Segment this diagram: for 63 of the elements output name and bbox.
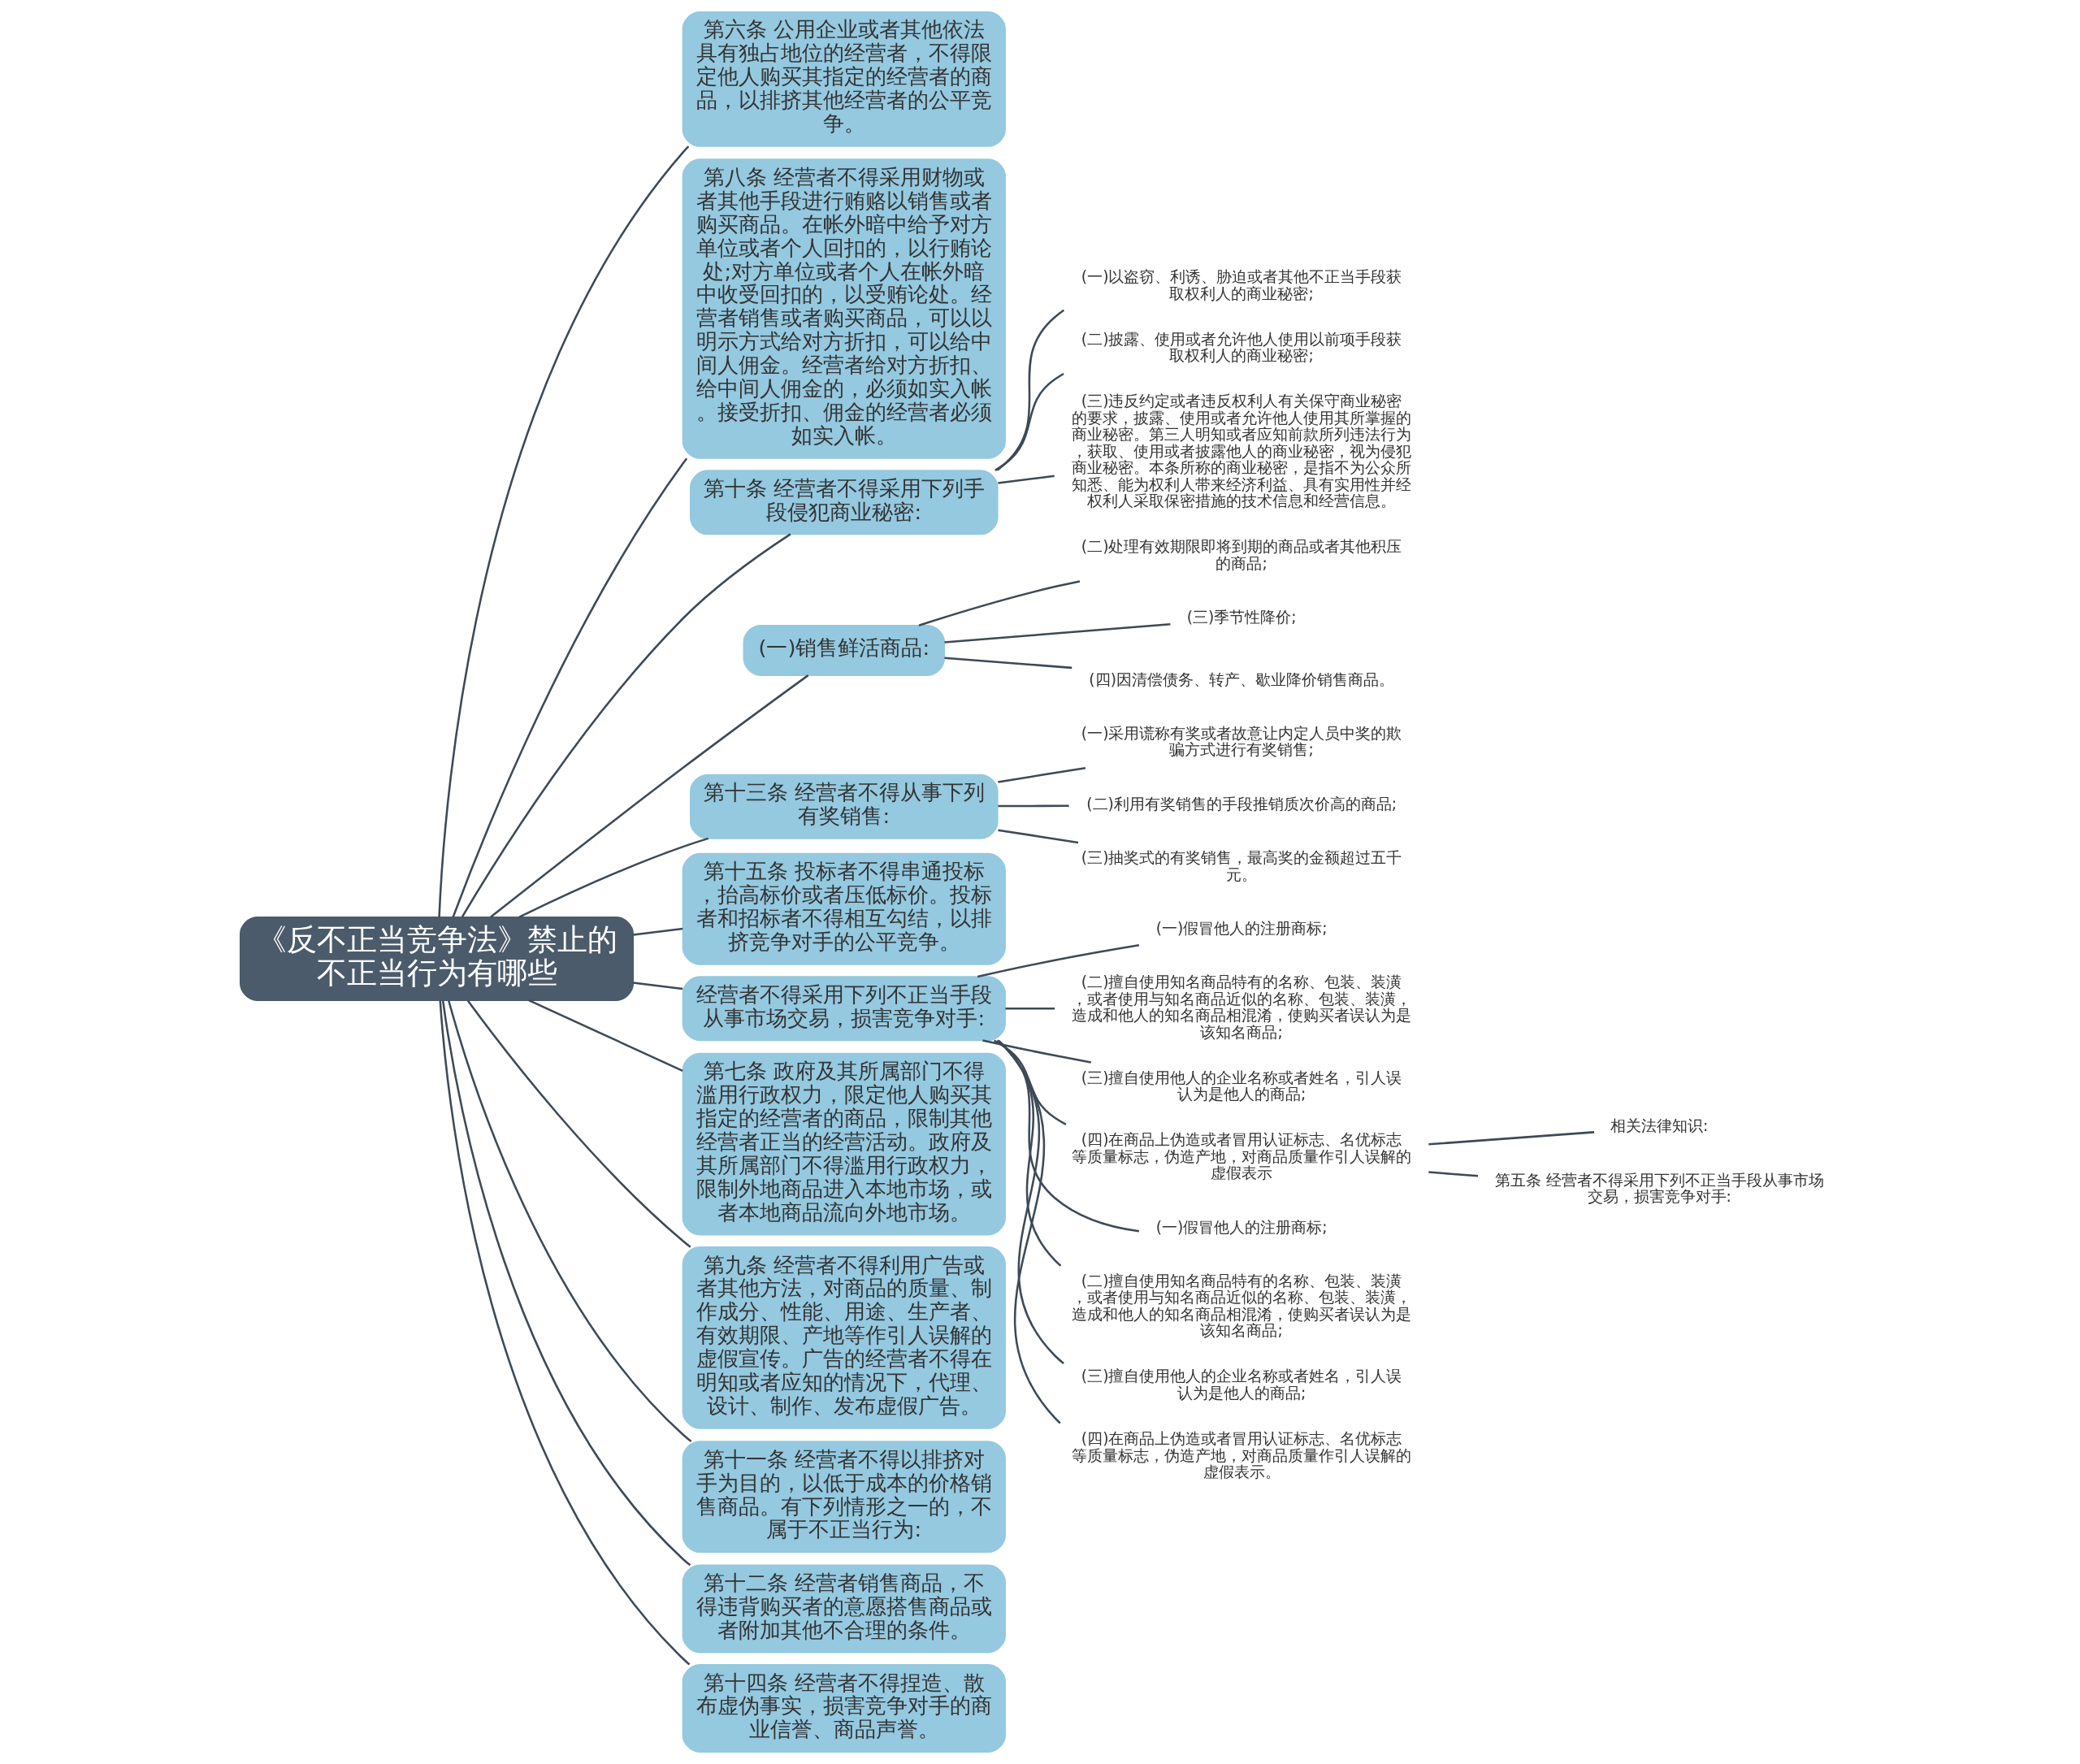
node-text: (二)披露、使用或者允许他人使用以前项手段获取权利人的商业秘密;: [1081, 330, 1402, 365]
connector: [982, 1039, 1091, 1064]
node-text: 相关法律知识:: [1610, 1117, 1708, 1135]
connector: [997, 1039, 1064, 1364]
node-text: (四)因清偿债务、转产、歇业降价销售商品。: [1088, 670, 1394, 688]
node-text: 第五条 经营者不得采用下列不正当手段从事市场交易，损害竞争对手:: [1494, 1171, 1824, 1206]
node-text: (三)违反约定或者违反权利人有关保守商业秘密的要求，披露、使用或者允许他人使用其所掌握的商业秘密。第三人明知或者应知前款所列违法行为，获取、使用或者披露他人的商业秘密，视为侵犯商业秘密。本条所称的商业秘密，是指不为公众所知悉、能为权利人带来经济利益、具有实用性并经权利人采取保密措施的技术信息和经营信息。: [1071, 392, 1411, 510]
node-box: 第九条 经营者不得利用广告或者其他方法，对商品的质量、制作成分、性能、用途、生产者、有效期限、产地等作引人误解的虚假宣传。广告的经营者不得在明知或者应知的情况下，代理、设计、制作、发布虚假广告。: [682, 1246, 1006, 1429]
connector: [997, 766, 1086, 783]
node-text: (三)抽奖式的有奖销售，最高奖的金额超过五千元。: [1081, 849, 1402, 883]
connector: [632, 982, 682, 990]
connector: [441, 1000, 691, 1567]
connector: [977, 943, 1139, 978]
connector: [943, 622, 1170, 644]
node-text: (一)假冒他人的注册商标;: [1155, 1218, 1328, 1236]
connector: [997, 804, 1069, 808]
node-box: 《反不正当竞争法》禁止的不正当行为有哪些: [239, 917, 634, 1001]
connector: [918, 580, 1080, 626]
node-text: (四)在商品上伪造或者冒用认证标志、名优标志等质量标志，伪造产地，对商品质量作引人误解的虚假表示: [1071, 1131, 1411, 1182]
node-text: (二)处理有效期限即将到期的商品或者其他积压的商品;: [1081, 538, 1402, 572]
node-text: (一)以盗窃、利诱、胁迫或者其他不正当手段获取权利人的商业秘密;: [1081, 268, 1402, 302]
connector: [1428, 1131, 1594, 1146]
connector: [994, 372, 1064, 471]
connector: [632, 927, 682, 936]
node-text: (二)擅自使用知名商品特有的名称、包装、装潢，或者使用与知名商品近似的名称、包装、装潢，造成和他人的知名商品相混淆，使购买者误认为是该知名商品;: [1071, 1272, 1411, 1340]
node-text: (一)采用谎称有奖或者故意让内定人员中奖的欺骗方式进行有奖销售;: [1081, 724, 1402, 759]
node-text: (一)假冒他人的注册商标;: [1155, 919, 1328, 937]
connector: [437, 145, 689, 917]
connector: [447, 1000, 691, 1442]
node-text: (四)在商品上伪造或者冒用认证标志、名优标志等质量标志，伪造产地，对商品质量作引人误解的虚假表示。: [1071, 1430, 1411, 1480]
connector: [527, 999, 683, 1072]
connector: [996, 309, 1064, 471]
node-text: (二)擅自使用知名商品特有的名称、包装、装潢，或者使用与知名商品近似的名称、包装、装潢，造成和他人的知名商品相混淆，使购买者误认为是该知名商品;: [1071, 973, 1411, 1041]
connector: [461, 533, 791, 917]
connector: [993, 1039, 1067, 1126]
connector: [996, 1039, 1139, 1233]
connector: [439, 1000, 690, 1666]
node-box: 第七条 政府及其所属部门不得滥用行政权力，限定他人购买其指定的经营者的商品，限制其他经营者正当的经营活动。政府及其所属部门不得滥用行政权力，限制外地商品进入本地市场，或者本地商品流向外地市场。: [682, 1052, 1006, 1236]
node-box: 第十二条 经营者销售商品，不得违背购买者的意愿搭售商品或者附加其他不合理的条件。: [682, 1564, 1006, 1653]
node-box: (一)销售鲜活商品:: [743, 624, 945, 676]
connector: [1004, 1007, 1055, 1010]
node-box: 第十五条 投标者不得串通投标，抬高标价或者压低标价。投标者和招标者不得相互勾结，以排挤竞争对手的公平竞争。: [682, 852, 1006, 965]
connector: [489, 674, 808, 918]
node-text: (三)擅自使用他人的企业名称或者姓名，引人误认为是他人的商品;: [1081, 1068, 1402, 1103]
node-text: (二)利用有奖销售的手段推销质次价高的商品;: [1086, 795, 1397, 813]
node-box: 经营者不得采用下列不正当手段从事市场交易，损害竞争对手:: [682, 976, 1006, 1042]
connector: [943, 657, 1072, 670]
node-text: (三)季节性降价;: [1186, 609, 1297, 626]
connector: [997, 475, 1055, 484]
connector: [452, 457, 687, 917]
node-box: 第十条 经营者不得采用下列手段侵犯商业秘密:: [689, 470, 999, 535]
node-box: 第十三条 经营者不得从事下列有奖销售:: [689, 774, 999, 839]
connector: [1428, 1171, 1478, 1177]
node-box: 第八条 经营者不得采用财物或者其他手段进行贿赂以销售或者购买商品。在帐外暗中给予对方单位或者个人回扣的，以行贿论处;对方单位或者个人在帐外暗中收受回扣的，以受贿论处。经营者销售或者购买商品，可以以明示方式给对方折扣，可以给中间人佣金。经营者给对方折扣、给中间人佣金的，必须如实入帐。接受折扣、佣金的经营者必须如实入帐。: [682, 158, 1006, 459]
node-box: 第六条 公用企业或者其他依法具有独占地位的经营者，不得限定他人购买其指定的经营者的商品，以排挤其他经营者的公平竞争。: [682, 11, 1006, 147]
connector: [997, 829, 1078, 844]
node-text: (三)擅自使用他人的企业名称或者姓名，引人误认为是他人的商品;: [1081, 1367, 1402, 1402]
connector: [996, 1039, 1061, 1267]
node-box: 第十四条 经营者不得捏造、散布虚伪事实，损害竞争对手的商业信誉、商品声誉。: [682, 1664, 1006, 1753]
connector: [466, 999, 691, 1248]
connector: [518, 837, 708, 918]
node-box: 第十一条 经营者不得以排挤对手为目的，以低于成本的价格销售商品。有下列情形之一的，不属于不正当行为:: [682, 1441, 1006, 1554]
connector: [997, 1039, 1061, 1424]
